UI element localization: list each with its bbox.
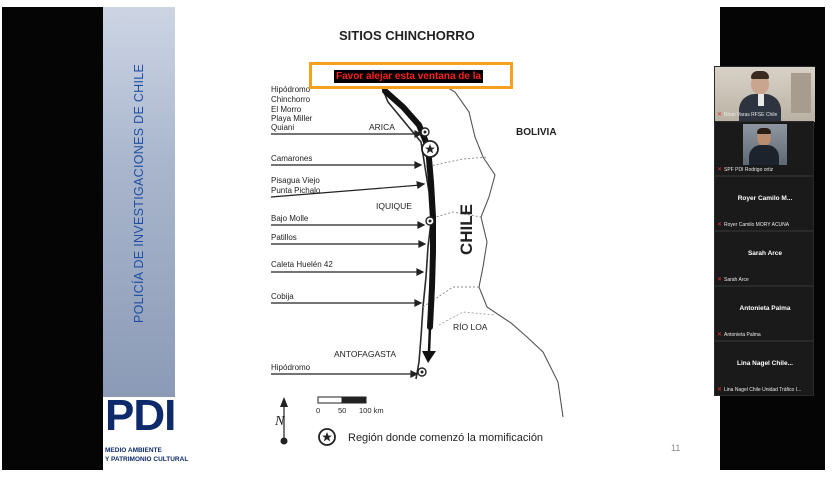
scale-label: 50	[338, 406, 346, 415]
participant-label: ✕ Royer Camilo MORY ACUÑA	[717, 221, 790, 228]
screen-share-left-margin	[2, 7, 105, 470]
place-label: Hipódromo	[271, 85, 311, 94]
city-label-iquique: IQUIQUE	[376, 201, 412, 211]
participant-tile[interactable]: Royer Camilo M... ✕ Royer Camilo MORY AC…	[714, 176, 814, 231]
participant-tile[interactable]: ✕ Brian Varas RFSE Chile	[714, 66, 815, 122]
slide-page-number: 11	[671, 443, 681, 453]
dispersion-arrowhead	[422, 351, 436, 363]
place-label: Pisagua Viejo	[271, 176, 320, 185]
dispersion-path-tail	[427, 326, 432, 353]
participant-tile[interactable]: Antonieta Palma ✕ Antonieta Palma	[714, 286, 814, 341]
place-label: Playa Miller	[271, 114, 313, 123]
rio-loa-line	[438, 311, 496, 326]
participant-display-name: Sarah Arce	[747, 250, 783, 257]
place-label: Hipódromo	[271, 363, 311, 372]
city-label-arica: ARICA	[369, 122, 395, 132]
muted-mic-icon: ✕	[717, 166, 723, 173]
muted-mic-icon: ✕	[717, 221, 723, 228]
place-label: Quiani	[271, 123, 294, 132]
participant-display-name: Antonieta Palma	[739, 305, 791, 312]
place-label: Bajo Molle	[271, 214, 309, 223]
legend-text: Región donde comenzó la momificación	[348, 432, 543, 444]
caption-overlay-text: Favor alejar esta ventana de la	[334, 70, 484, 83]
participant-label: ✕ Brian Varas RFSE Chile	[717, 111, 778, 118]
pdi-logo-subtitle: MEDIO AMBIENTE	[105, 447, 162, 454]
north-label: N	[274, 414, 285, 429]
caption-overlay-box: Favor alejar esta ventana de la	[309, 62, 513, 89]
participant-label: ✕ SPF PDI Rodrigo ortiz	[717, 166, 774, 173]
place-label: Caleta Huelén 42	[271, 260, 333, 269]
country-label-chile: CHILE	[457, 204, 476, 255]
participant-video	[743, 124, 787, 165]
river-label: RÍO LOA	[453, 322, 488, 332]
participant-label: ✕ Sarah Arce	[717, 276, 749, 283]
pdi-logo-subtitle-2: Y PATRIMONIO CULTURAL	[105, 456, 189, 463]
participant-tile[interactable]: ✕ SPF PDI Rodrigo ortiz	[714, 121, 814, 176]
participant-tile[interactable]: Sarah Arce ✕ Sarah Arce	[714, 231, 814, 286]
muted-mic-icon: ✕	[717, 331, 723, 338]
participant-video	[715, 67, 815, 122]
participant-tile[interactable]: Lina Nagel Chile... ✕ Lina Nagel Chile U…	[714, 341, 814, 396]
place-label: Cobija	[271, 292, 294, 301]
scale-label: 100 km	[359, 406, 384, 415]
country-label-bolivia: BOLIVIA	[516, 127, 557, 138]
participant-label: ✕ Antonieta Palma	[717, 331, 761, 338]
place-label: Chinchorro	[271, 95, 311, 104]
slide-side-band: POLICÍA DE INVESTIGACIONES DE CHILE	[103, 7, 175, 397]
participant-display-name: Lina Nagel Chile...	[737, 360, 793, 367]
border-bolivia	[442, 84, 564, 418]
place-label: Camarones	[271, 154, 312, 163]
chinchorro-map: SITIOS CHINCHORRO Hipódromo	[270, 7, 564, 446]
participant-gallery[interactable]: ✕ Brian Varas RFSE Chile ✕ SPF PDI Rodri…	[714, 66, 815, 398]
participant-display-name: Royer Camilo M...	[737, 195, 793, 202]
pdi-logo: PDI	[105, 391, 176, 440]
city-label-antofagasta: ANTOFAGASTA	[334, 349, 396, 359]
muted-mic-icon: ✕	[717, 276, 723, 283]
scale-bar: 0 50 100 km	[316, 396, 384, 415]
place-label: Punta Pichalo	[271, 186, 321, 195]
north-arrow-icon: N	[274, 397, 288, 445]
map-heading: SITIOS CHINCHORRO	[339, 28, 475, 43]
place-label: El Morro	[271, 105, 302, 114]
map-legend: Región donde comenzó la momificación	[318, 428, 543, 446]
dispersion-path	[382, 88, 436, 330]
muted-mic-icon: ✕	[717, 111, 723, 118]
muted-mic-icon: ✕	[717, 386, 723, 393]
scale-label: 0	[316, 406, 320, 415]
participant-label: ✕ Lina Nagel Chile Unidad Tráfico I...	[717, 386, 802, 393]
place-label: Patillos	[271, 233, 297, 242]
shared-slide: POLICÍA DE INVESTIGACIONES DE CHILE PDI …	[103, 7, 720, 470]
